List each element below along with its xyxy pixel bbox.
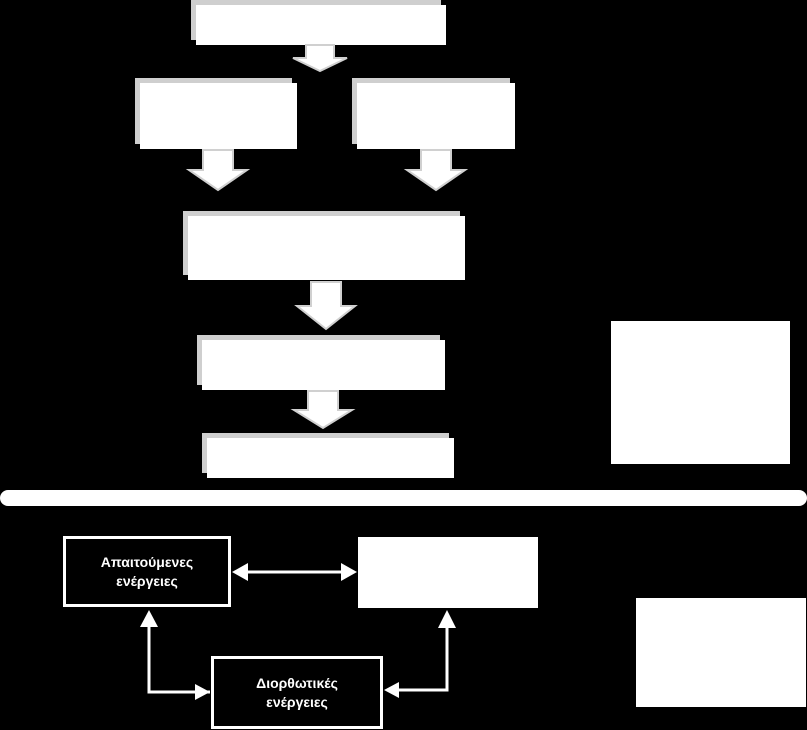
corrective-actions-label: Διορθωτικές ενέργειες [256, 674, 338, 710]
block-arrow-down-5 [290, 390, 356, 430]
flow-box-middle [188, 216, 465, 280]
required-actions-box: Απαιτούμενες ενέργειες [63, 536, 231, 607]
block-arrow-down-2 [185, 149, 251, 192]
block-arrow-down-1 [292, 44, 348, 73]
corrective-actions-box: Διορθωτικές ενέργειες [211, 656, 383, 729]
side-box-upper [611, 321, 790, 464]
block-arrow-down-4 [294, 281, 358, 331]
flow-box-lower [202, 340, 445, 390]
connector-left-up [140, 610, 210, 700]
block-arrow-down-3 [403, 149, 469, 192]
flow-box-top [196, 5, 446, 45]
required-actions-label: Απαιτούμενες ενέργειες [100, 553, 194, 589]
flow-box-left [140, 83, 297, 149]
side-box-lower [636, 598, 806, 707]
connector-right-up [384, 610, 456, 698]
double-arrow-horizontal [232, 563, 357, 581]
bottom-center-box [358, 537, 538, 608]
flow-box-right [357, 83, 515, 149]
section-divider [0, 490, 807, 506]
flow-box-bottom [207, 438, 454, 478]
